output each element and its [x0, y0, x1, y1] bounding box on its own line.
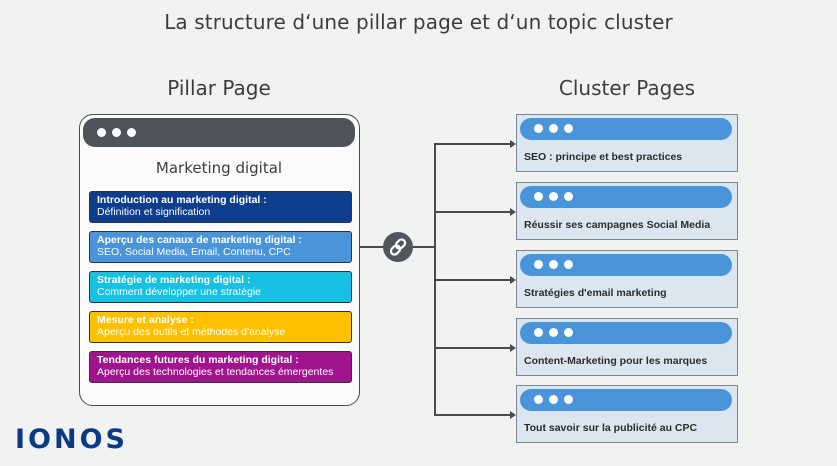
- cluster-page-label: Stratégies d'email marketing: [524, 287, 667, 299]
- section-title: Aperçu des canaux de marketing digital :: [97, 234, 302, 246]
- pillar-section: Mesure et analyse : Aperçu des outils et…: [89, 311, 352, 343]
- arrow-icon: [510, 410, 516, 419]
- pillar-section: Introduction au marketing digital : Défi…: [89, 191, 352, 223]
- connector-branch: [434, 414, 510, 416]
- section-subtitle: Aperçu des technologies et tendances éme…: [97, 366, 334, 378]
- window-title-bar: [520, 118, 732, 140]
- pillar-page-heading: Pillar Page: [167, 76, 271, 100]
- diagram-title: La structure d‘une pillar page et d‘un t…: [164, 10, 673, 34]
- pillar-page-window: Marketing digital Introduction au market…: [79, 114, 360, 406]
- cluster-page-label: SEO : principe et best practices: [524, 151, 683, 163]
- window-title-bar: [520, 389, 732, 411]
- cluster-page-card: Réussir ses campagnes Social Media: [516, 182, 738, 240]
- connector-branch: [434, 143, 510, 145]
- window-title-bar: [83, 118, 355, 147]
- section-title: Stratégie de marketing digital :: [97, 274, 251, 286]
- cluster-page-card: Content-Marketing pour les marques: [516, 318, 738, 376]
- pillar-section: Aperçu des canaux de marketing digital :…: [89, 231, 352, 263]
- ionos-logo: IONOS: [15, 424, 128, 455]
- cluster-pages-heading: Cluster Pages: [558, 76, 696, 100]
- section-title: Mesure et analyse :: [97, 314, 194, 326]
- pillar-page-title: Marketing digital: [155, 159, 283, 177]
- connector-branch: [434, 279, 510, 281]
- cluster-page-card: SEO : principe et best practices: [516, 114, 738, 172]
- section-subtitle: SEO, Social Media, Email, Contenu, CPC: [97, 246, 291, 258]
- connector-branch: [434, 211, 510, 213]
- cluster-page-card: Tout savoir sur la publicité au CPC: [516, 385, 738, 443]
- arrow-icon: [510, 343, 516, 352]
- link-icon: [383, 232, 413, 262]
- arrow-icon: [510, 139, 516, 148]
- cluster-page-label: Réussir ses campagnes Social Media: [524, 219, 711, 231]
- cluster-page-label: Content-Marketing pour les marques: [524, 355, 708, 367]
- window-title-bar: [520, 254, 732, 276]
- section-subtitle: Comment développer une stratégie: [97, 286, 262, 298]
- section-subtitle: Aperçu des outils et méthodes d'analyse: [97, 326, 286, 338]
- pillar-section: Tendances futures du marketing digital :…: [89, 351, 352, 383]
- section-subtitle: Définition et signification: [97, 206, 211, 218]
- window-title-bar: [520, 322, 732, 344]
- section-title: Introduction au marketing digital :: [97, 194, 267, 206]
- connector-branch: [434, 347, 510, 349]
- arrow-icon: [510, 207, 516, 216]
- pillar-section: Stratégie de marketing digital : Comment…: [89, 271, 352, 303]
- cluster-page-card: Stratégies d'email marketing: [516, 250, 738, 308]
- section-title: Tendances futures du marketing digital :: [97, 354, 299, 366]
- window-title-bar: [520, 186, 732, 208]
- cluster-page-label: Tout savoir sur la publicité au CPC: [524, 422, 698, 434]
- arrow-icon: [510, 275, 516, 284]
